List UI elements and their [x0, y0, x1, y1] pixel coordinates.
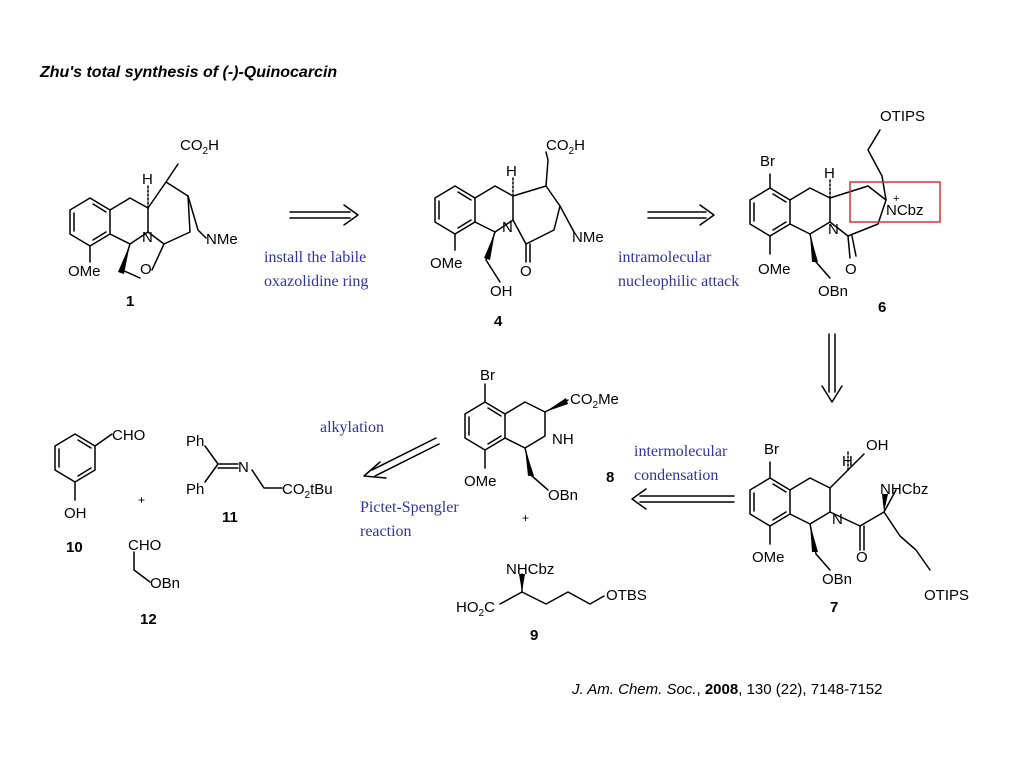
ph-label-11b: Ph [186, 481, 204, 498]
co2h-label-4: CO [546, 137, 569, 154]
step-label-4: alkylation [320, 419, 384, 436]
co2h-label-1: CO [180, 137, 203, 154]
retro-arrow-5 [363, 437, 440, 479]
h-label-1: H [142, 171, 153, 188]
ph-label-11a: Ph [186, 433, 204, 450]
compound-7-structure [749, 451, 931, 571]
compound-number-10: 10 [66, 539, 83, 556]
oh-label-10: OH [64, 505, 87, 522]
step-label-2b: nucleophilic attack [618, 273, 739, 290]
plus-sign-1: + [138, 493, 145, 507]
step-label-5b: reaction [360, 523, 412, 540]
br-label-6: Br [760, 153, 775, 170]
o-label-7: O [856, 549, 868, 566]
slide-title: Zhu's total synthesis of (-)-Quinocarcin [40, 64, 338, 81]
ho2c-label-9: HO [456, 599, 479, 616]
h-label-7: H [842, 453, 853, 470]
obn-label-6: OBn [818, 283, 848, 300]
compound-number-6: 6 [878, 299, 886, 316]
retro-arrow-3 [821, 333, 843, 403]
citation: J. Am. Chem. Soc., 2008, 130 (22), 7148-… [572, 681, 883, 698]
ncbz-label-6: NCbz [886, 202, 924, 219]
citation-journal: J. Am. Chem. Soc. [572, 681, 697, 698]
otips-label-7: OTIPS [924, 587, 969, 604]
cho-label-10: CHO [112, 427, 145, 444]
step-label-3b: condensation [634, 467, 718, 484]
compound-number-12: 12 [140, 611, 157, 628]
n-label-4: N [502, 219, 513, 236]
cho-label-12: CHO [128, 537, 161, 554]
charge-label-6: + [893, 193, 899, 205]
citation-year: 2008 [704, 681, 739, 698]
highlight-box [849, 181, 941, 223]
compound-number-1: 1 [126, 293, 134, 310]
step-label-1b: oxazolidine ring [264, 273, 368, 290]
n-label-1: N [142, 229, 153, 246]
oh-label-7: OH [866, 437, 889, 454]
nme-label-1: NMe [206, 231, 238, 248]
ome-label-7: OMe [752, 549, 785, 566]
o-label-1: O [140, 261, 152, 278]
compound-number-8: 8 [606, 469, 614, 486]
ome-label-8: OMe [464, 473, 497, 490]
compound-number-9: 9 [530, 627, 538, 644]
nhcbz-label-9: NHCbz [506, 561, 554, 578]
compound-10-structure [54, 433, 113, 501]
compound-1-structure [69, 163, 207, 279]
step-label-3a: intermolecular [634, 443, 728, 460]
oh-label-4: OH [490, 283, 513, 300]
citation-details: 130 (22), 7148-7152 [746, 681, 883, 698]
ome-label-1: OMe [68, 263, 101, 280]
compound-9-structure [499, 573, 605, 605]
step-label-1a: install the labile [264, 249, 366, 266]
obn-label-8: OBn [548, 487, 578, 504]
svg-text:CO2H: CO2H [546, 137, 585, 157]
co2me-label-8: CO [570, 391, 593, 408]
n-label-6: N [828, 221, 839, 238]
h-label-6: H [824, 165, 835, 182]
svg-text:CO2Me: CO2Me [570, 391, 619, 411]
otips-label-6: OTIPS [880, 108, 925, 125]
br-label-7: Br [764, 441, 779, 458]
o-label-6: O [845, 261, 857, 278]
h-label-4: H [506, 163, 517, 180]
plus-sign-2: + [522, 511, 529, 525]
obn-label-7: OBn [822, 571, 852, 588]
otbs-label-9: OTBS [606, 587, 647, 604]
ome-label-4: OMe [430, 255, 463, 272]
n-label-7: N [832, 511, 843, 528]
ome-label-6: OMe [758, 261, 791, 278]
o-label-4: O [520, 263, 532, 280]
step-label-5a: Pictet-Spengler [360, 499, 459, 516]
svg-text:CO2tBu: CO2tBu [282, 481, 333, 501]
compound-number-4: 4 [494, 313, 503, 330]
obn-label-12: OBn [150, 575, 180, 592]
compound-number-11: 11 [222, 509, 238, 526]
compound-12-structure [133, 551, 151, 583]
retro-arrow-2 [647, 204, 715, 226]
compound-11-structure [204, 445, 283, 489]
n-label-11: N [238, 459, 249, 476]
compound-number-7: 7 [830, 599, 838, 616]
step-label-2a: intramolecular [618, 249, 712, 266]
co2tbu-label-11: CO [282, 481, 305, 498]
br-label-8: Br [480, 367, 495, 384]
svg-text:CO2H: CO2H [180, 137, 219, 157]
svg-text:HO2C: HO2C [456, 599, 495, 619]
compound-4-structure [434, 151, 575, 283]
nh-label-8: NH [552, 431, 574, 448]
retro-arrow-1 [289, 204, 359, 226]
nhcbz-label-7: NHCbz [880, 481, 928, 498]
nme-label-4: NMe [572, 229, 604, 246]
retro-arrow-4 [631, 488, 735, 510]
